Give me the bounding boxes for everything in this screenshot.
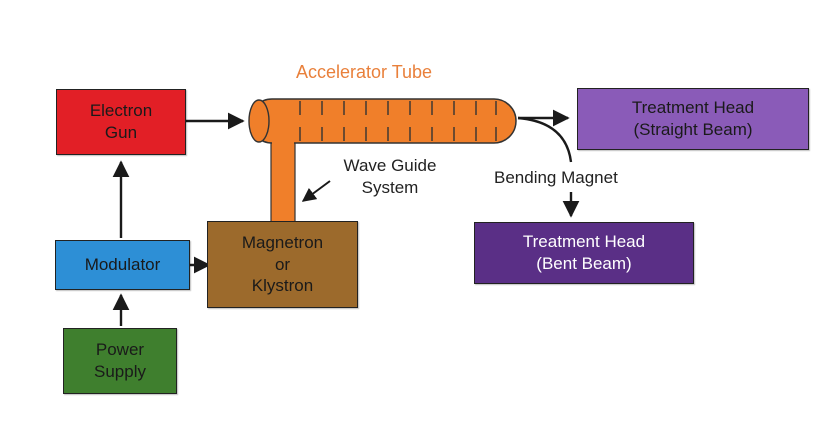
- wave-guide-joint: [272, 132, 294, 146]
- treatment-head-bent-box: Treatment Head (Bent Beam): [474, 222, 694, 284]
- electron-gun-box: Electron Gun: [56, 89, 186, 155]
- accelerator-tube-title: Accelerator Tube: [296, 62, 433, 82]
- power-supply-box: Power Supply: [63, 328, 177, 394]
- bending-magnet-label: Bending Magnet: [494, 168, 618, 187]
- wave-guide-pointer-arrow: [301, 180, 331, 202]
- bent-beam-path: [517, 116, 573, 163]
- wave-guide-label: Wave Guide System: [343, 156, 437, 197]
- modulator-box: Modulator: [55, 240, 190, 290]
- tube-cavity-ticks: [299, 101, 497, 141]
- treatment-head-straight-box: Treatment Head (Straight Beam): [577, 88, 809, 150]
- tube-end-cap: [248, 99, 270, 143]
- magnetron-klystron-box: Magnetron or Klystron: [207, 221, 358, 308]
